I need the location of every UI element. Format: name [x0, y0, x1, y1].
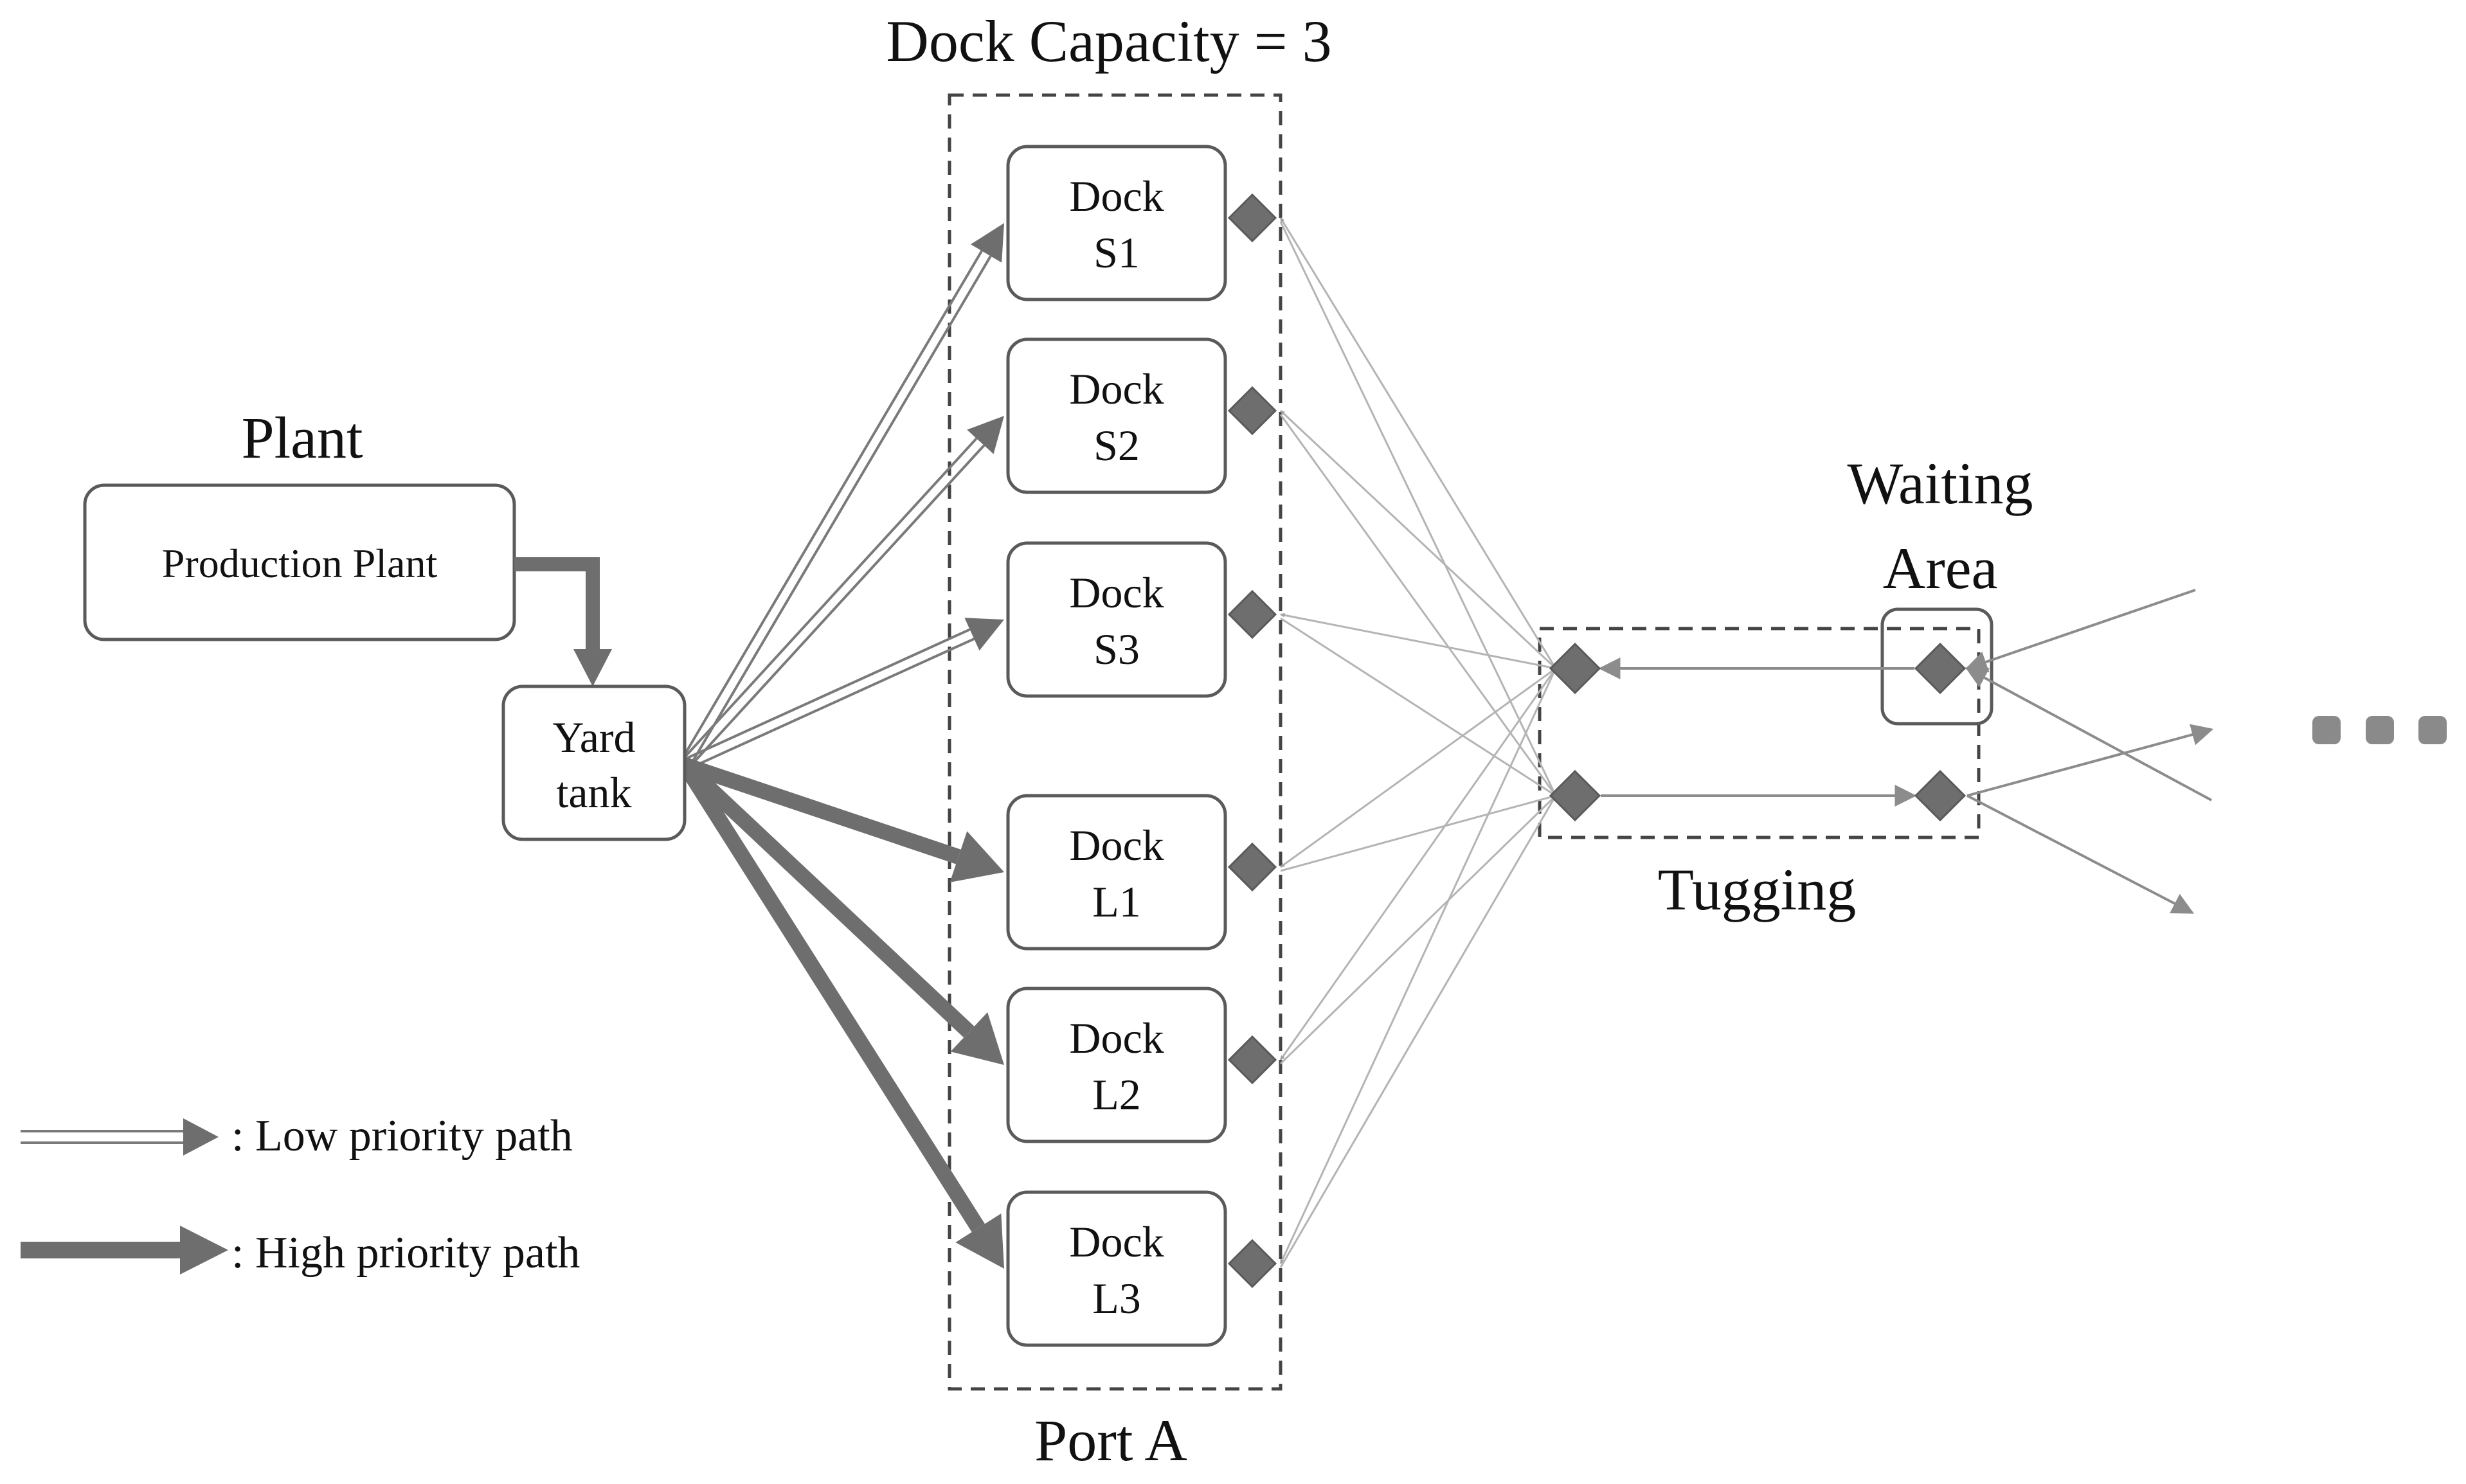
low-priority-arrowhead-dock-s3: [964, 618, 1004, 651]
high-priority-legend-label: : High priority path: [231, 1228, 580, 1278]
high-priority-legend-icon: [21, 1226, 228, 1274]
dock-s2-label-line1: Dock: [1069, 364, 1164, 413]
high-priority-path-dock-l3: [678, 760, 985, 1233]
plant-title: Plant: [241, 405, 363, 470]
dock-l1-label-line2: L1: [1092, 877, 1141, 926]
continuation-ellipsis-icon: [2312, 716, 2447, 744]
edge-tug-in-to-dock-l2: [1279, 668, 1557, 1060]
low-priority-path-dock-s1: [688, 255, 992, 769]
low-priority-path-dock-s3-rail: [681, 628, 971, 762]
dock-s3-label-line1: Dock: [1069, 568, 1164, 617]
edge-tug-in-to-dock-l3: [1279, 668, 1557, 1264]
low-priority-path-dock-s1-rail: [679, 250, 983, 763]
dock-l2-berth-icon: [1227, 1035, 1277, 1085]
yard-to-dock-paths: [678, 223, 1004, 1269]
dock-l2-label-line2: L2: [1092, 1070, 1141, 1119]
tugging-outbound-node-icon: [1549, 769, 1601, 822]
dock-l2-label-line1: Dock: [1069, 1014, 1164, 1062]
port-a-group: [948, 93, 1282, 1391]
high-priority-path-dock-l2: [679, 759, 975, 1038]
dock-s2-label-line2: S2: [1094, 421, 1140, 470]
low-priority-path-dock-s2-rail: [680, 437, 978, 762]
high-priority-path-dock-l1: [682, 757, 961, 864]
yard-tank-label-line2: tank: [556, 768, 631, 817]
tugging-exit-node-icon: [1914, 769, 1967, 822]
tugging-label: Tugging: [1658, 857, 1857, 922]
edge-dock-s3-to-tug-out: [1280, 617, 1556, 797]
tugging-inbound-node-icon: [1549, 642, 1601, 695]
tugging-group: [1538, 627, 1981, 839]
dock-capacity-label: Dock Capacity = 3: [886, 8, 1331, 74]
low-priority-legend-icon: [21, 1118, 219, 1156]
low-priority-path-dock-s3: [686, 638, 975, 771]
incoming-route-1: [1965, 589, 2196, 673]
edge-dock-l2-to-tug-out: [1279, 794, 1557, 1065]
low-priority-arrowhead-dock-s1: [970, 223, 1004, 263]
edge-tug-in-to-dock-l1: [1280, 667, 1556, 868]
production-plant-node: Production Plant: [83, 483, 516, 641]
waiting-area-label-line2: Area: [1883, 535, 1998, 601]
waiting-area-node-icon: [1914, 642, 1967, 695]
edge-dock-s2-to-tug-out: [1279, 414, 1557, 796]
dock-tugging-edges: [1279, 217, 1917, 1268]
edge-dock-l1-to-tug-out: [1280, 794, 1556, 872]
edge-dock-l3-to-tug-out: [1279, 795, 1557, 1268]
waiting-area-label-line1: Waiting: [1848, 451, 2033, 516]
outgoing-route-2: [1967, 794, 2195, 914]
dock-l3-label-line1: Dock: [1069, 1217, 1164, 1266]
dock-l3-berth-icon: [1227, 1238, 1277, 1289]
waiting-area-box: [1880, 607, 1994, 726]
high-priority-arrowhead-dock-l2: [950, 1012, 1004, 1065]
dock-s1-label-line1: Dock: [1069, 172, 1164, 220]
high-priority-arrowhead-dock-l3: [955, 1213, 1004, 1269]
low-priority-legend-label: : Low priority path: [231, 1111, 573, 1161]
production-plant-label: Production Plant: [162, 541, 438, 586]
tugging-nodes: [1549, 642, 1967, 822]
dock-s3-label-line2: S3: [1094, 625, 1140, 674]
dock-l1-berth-icon: [1227, 842, 1277, 892]
legend: : Low priority path : High priority path: [21, 1111, 580, 1278]
edge-dock-s1-to-tug-out: [1279, 221, 1557, 796]
outgoing-route-1: [1967, 724, 2214, 797]
dock-s1-label-line2: S1: [1094, 228, 1140, 277]
low-priority-path-dock-s2: [687, 444, 986, 769]
plant-to-yard-arrow: [514, 557, 600, 649]
edge-tug-in-to-dock-s2: [1279, 409, 1557, 670]
dock-s2-berth-icon: [1227, 386, 1277, 436]
edge-tug-in-to-dock-s3: [1280, 612, 1556, 670]
outgoing-routes: [1965, 589, 2214, 914]
plant-to-yard-arrowhead: [573, 649, 612, 686]
dock-s1-berth-icon: [1227, 193, 1277, 243]
dock-s3-berth-icon: [1227, 589, 1277, 639]
dock-l1-label-line1: Dock: [1069, 821, 1164, 870]
low-priority-arrowhead-dock-s2: [967, 416, 1004, 454]
port-label: Port A: [1034, 1408, 1187, 1473]
incoming-route-2: [1965, 667, 2212, 801]
dock-l3-label-line2: L3: [1092, 1274, 1141, 1323]
yard-tank-label-line1: Yard: [552, 713, 635, 762]
high-priority-arrowhead-dock-l1: [950, 831, 1004, 882]
edge-tug-in-to-dock-s1: [1279, 217, 1557, 669]
yard-tank-node: Yard tank: [501, 684, 687, 841]
